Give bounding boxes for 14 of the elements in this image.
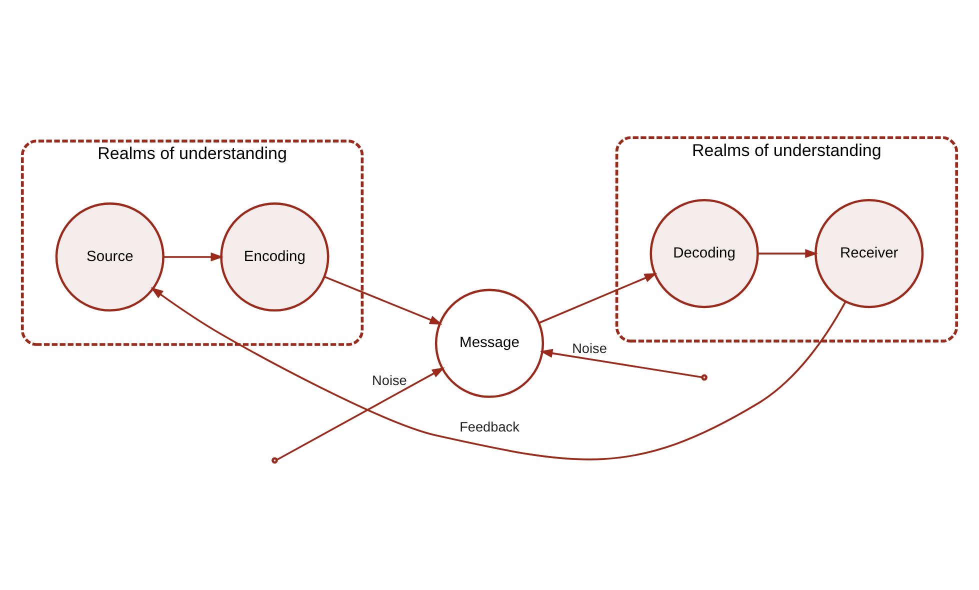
node-circle: Encoding (220, 202, 330, 312)
edge-label: Feedback (460, 419, 520, 434)
arrow (276, 366, 445, 460)
arrow (163, 252, 224, 261)
arrow (539, 272, 658, 324)
edge-label: Noise (572, 340, 607, 356)
edge-label: Noise (372, 372, 407, 388)
node-circle: Message (434, 288, 544, 398)
arrow (324, 275, 442, 324)
node-circle: Receiver (814, 198, 924, 308)
node-circle: Decoding (650, 198, 759, 308)
arrow (758, 248, 818, 258)
arrow (540, 348, 702, 378)
arrow (150, 286, 846, 460)
